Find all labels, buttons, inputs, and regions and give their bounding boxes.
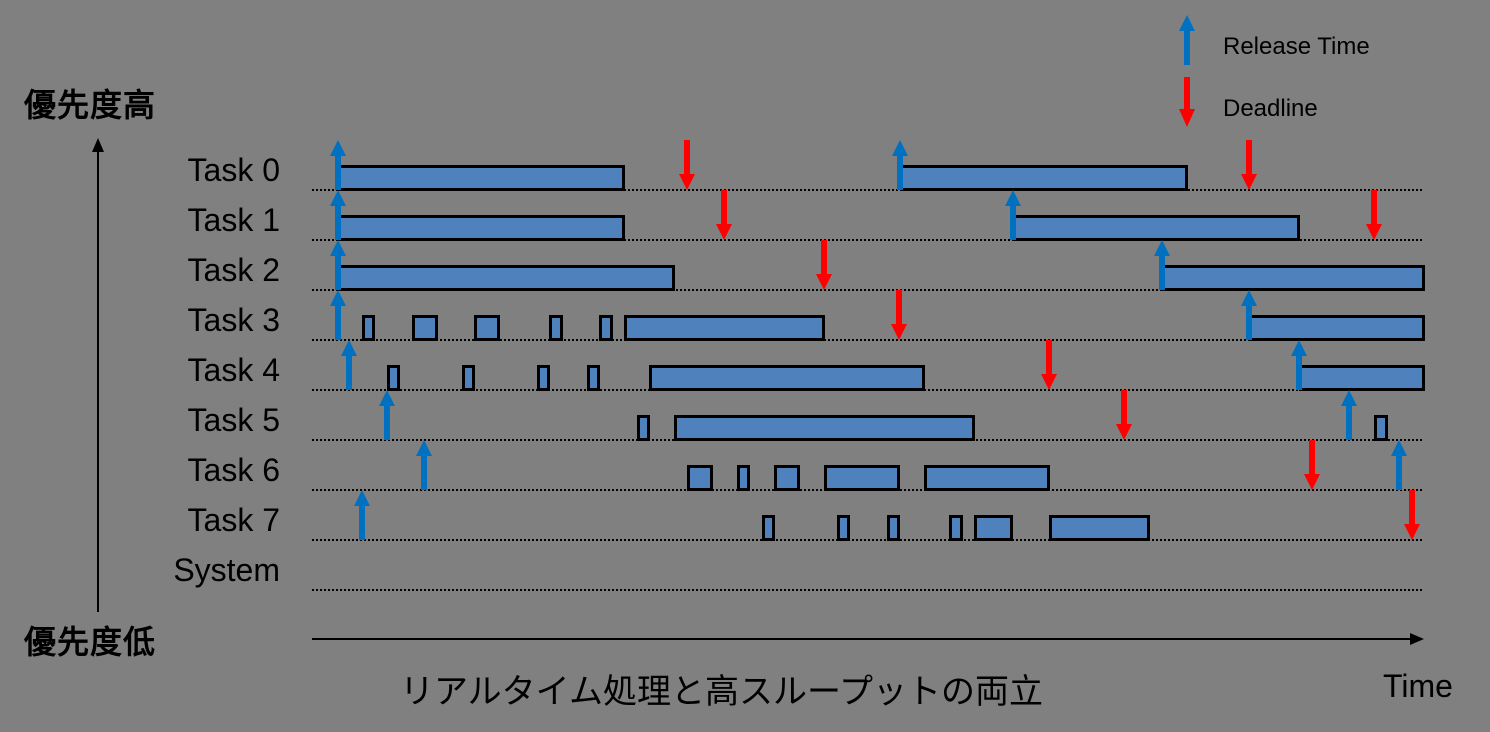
- diagram-caption: リアルタイム処理と高スループットの両立: [400, 672, 1043, 712]
- deadline-arrow-icon: [1241, 140, 1257, 190]
- row-label-task-7: Task 7: [187, 502, 280, 538]
- execution-block-task-1: [1013, 215, 1300, 241]
- execution-block-task-4: [537, 365, 550, 391]
- execution-block-task-7: [974, 515, 1013, 541]
- execution-block-task-0: [900, 165, 1188, 191]
- execution-block-task-4: [387, 365, 400, 391]
- release-arrow-icon: [1341, 390, 1357, 440]
- deadline-arrow-icon: [891, 290, 907, 340]
- row-label-task-2: Task 2: [187, 252, 280, 288]
- execution-block-task-6: [774, 465, 800, 491]
- execution-block-task-4: [462, 365, 475, 391]
- legend: Release Time Deadline: [1170, 10, 1470, 130]
- deadline-arrow-icon: [1304, 440, 1320, 490]
- deadline-arrow-icon: [716, 190, 732, 240]
- execution-block-task-5: [637, 415, 650, 441]
- execution-block-task-7: [837, 515, 850, 541]
- release-arrow-icon: [330, 140, 346, 190]
- row-label-task-5: Task 5: [187, 402, 280, 438]
- row-baseline-system: [312, 589, 1422, 591]
- execution-block-task-0: [338, 165, 625, 191]
- execution-block-task-6: [824, 465, 900, 491]
- deadline-arrow-icon: [1179, 77, 1195, 127]
- deadline-arrow-icon: [1404, 490, 1420, 540]
- execution-block-task-6: [737, 465, 750, 491]
- row-baseline-task-2: [312, 289, 1422, 291]
- release-arrow-icon: [416, 440, 432, 490]
- execution-block-task-7: [949, 515, 963, 541]
- time-axis-arrow-icon: [312, 633, 1424, 645]
- release-arrow-icon: [330, 190, 346, 240]
- release-arrow-icon: [1241, 290, 1257, 340]
- release-arrow-icon: [892, 140, 908, 190]
- row-baseline-task-0: [312, 189, 1422, 191]
- execution-block-task-7: [887, 515, 900, 541]
- release-arrow-icon: [1154, 240, 1170, 290]
- execution-block-task-2: [338, 265, 675, 291]
- execution-block-task-3: [412, 315, 438, 341]
- row-baseline-task-1: [312, 239, 1422, 241]
- row-baseline-task-7: [312, 539, 1422, 541]
- execution-block-task-3: [474, 315, 500, 341]
- execution-block-task-3: [599, 315, 613, 341]
- execution-block-task-3: [549, 315, 563, 341]
- execution-block-task-4: [587, 365, 600, 391]
- execution-block-task-4: [649, 365, 925, 391]
- execution-block-task-3: [624, 315, 825, 341]
- priority-low-label: 優先度低: [24, 623, 157, 661]
- deadline-arrow-icon: [1041, 340, 1057, 390]
- execution-block-task-2: [1162, 265, 1425, 291]
- row-label-task-3: Task 3: [187, 302, 280, 338]
- release-arrow-icon: [330, 290, 346, 340]
- execution-block-task-4: [1299, 365, 1425, 391]
- release-arrow-icon: [379, 390, 395, 440]
- legend-release-label: Release Time: [1223, 33, 1370, 60]
- execution-block-task-1: [338, 215, 625, 241]
- execution-block-task-3: [362, 315, 375, 341]
- release-arrow-icon: [1391, 440, 1407, 490]
- row-label-task-0: Task 0: [187, 152, 280, 188]
- execution-block-task-5: [1374, 415, 1388, 441]
- release-arrow-icon: [341, 340, 357, 390]
- row-label-task-1: Task 1: [187, 202, 280, 238]
- priority-high-label: 優先度高: [24, 86, 157, 124]
- deadline-arrow-icon: [1366, 190, 1382, 240]
- row-baseline-task-3: [312, 339, 1422, 341]
- row-label-task-4: Task 4: [187, 352, 280, 388]
- execution-block-task-5: [674, 415, 975, 441]
- execution-block-task-6: [687, 465, 713, 491]
- time-axis-label: Time: [1383, 668, 1453, 704]
- release-arrow-icon: [1005, 190, 1021, 240]
- deadline-arrow-icon: [1116, 390, 1132, 440]
- release-arrow-icon: [330, 240, 346, 290]
- release-arrow-icon: [1291, 340, 1307, 390]
- execution-block-task-7: [1049, 515, 1150, 541]
- execution-block-task-6: [924, 465, 1050, 491]
- row-label-task-6: Task 6: [187, 452, 280, 488]
- release-arrow-icon: [1179, 15, 1195, 65]
- deadline-arrow-icon: [679, 140, 695, 190]
- release-arrow-icon: [354, 490, 370, 540]
- legend-deadline-label: Deadline: [1223, 95, 1318, 122]
- deadline-arrow-icon: [816, 240, 832, 290]
- priority-axis-arrow-icon: [92, 138, 104, 612]
- execution-block-task-7: [762, 515, 775, 541]
- row-label-system: System: [173, 552, 280, 588]
